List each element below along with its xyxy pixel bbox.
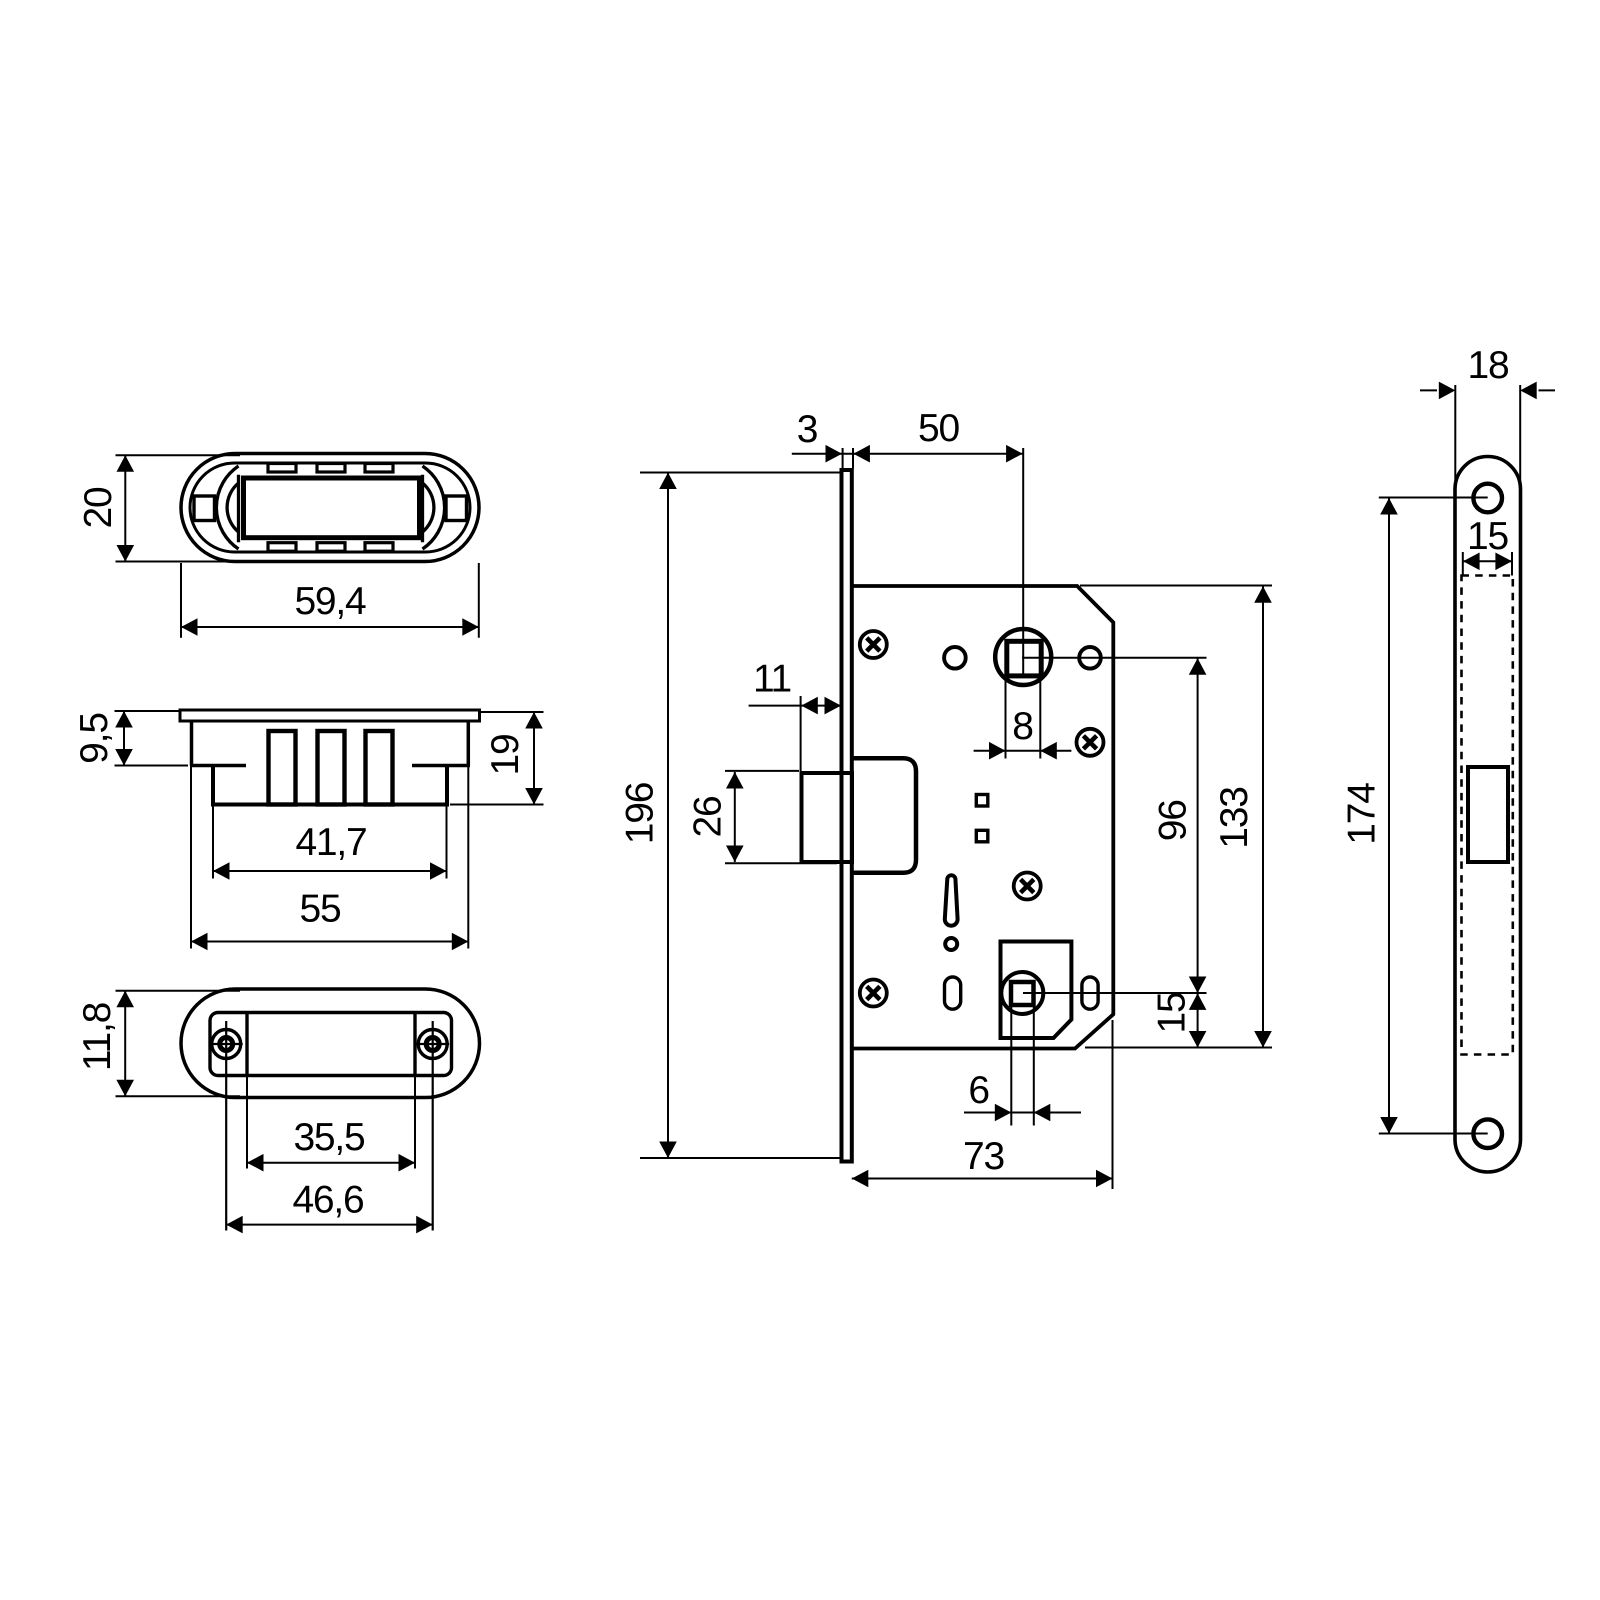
- svg-text:8: 8: [1012, 705, 1033, 748]
- svg-text:15: 15: [1467, 515, 1508, 558]
- svg-text:196: 196: [619, 783, 662, 844]
- svg-text:55: 55: [300, 888, 341, 931]
- svg-text:6: 6: [968, 1069, 989, 1112]
- svg-text:59,4: 59,4: [294, 580, 366, 623]
- svg-text:174: 174: [1341, 783, 1384, 845]
- svg-text:3: 3: [797, 408, 818, 451]
- svg-text:41,7: 41,7: [295, 821, 366, 864]
- svg-text:26: 26: [687, 797, 730, 838]
- svg-text:46,6: 46,6: [292, 1179, 363, 1222]
- svg-text:11: 11: [753, 658, 791, 701]
- svg-text:20: 20: [77, 487, 120, 528]
- svg-text:15: 15: [1151, 992, 1194, 1033]
- svg-text:11,8: 11,8: [76, 1003, 119, 1071]
- svg-text:35,5: 35,5: [293, 1116, 365, 1159]
- svg-text:19: 19: [484, 735, 527, 776]
- svg-text:133: 133: [1213, 787, 1256, 848]
- svg-text:73: 73: [963, 1135, 1004, 1178]
- svg-text:9,5: 9,5: [73, 713, 116, 764]
- svg-text:50: 50: [918, 407, 959, 450]
- svg-text:18: 18: [1468, 344, 1509, 387]
- svg-text:96: 96: [1152, 800, 1195, 841]
